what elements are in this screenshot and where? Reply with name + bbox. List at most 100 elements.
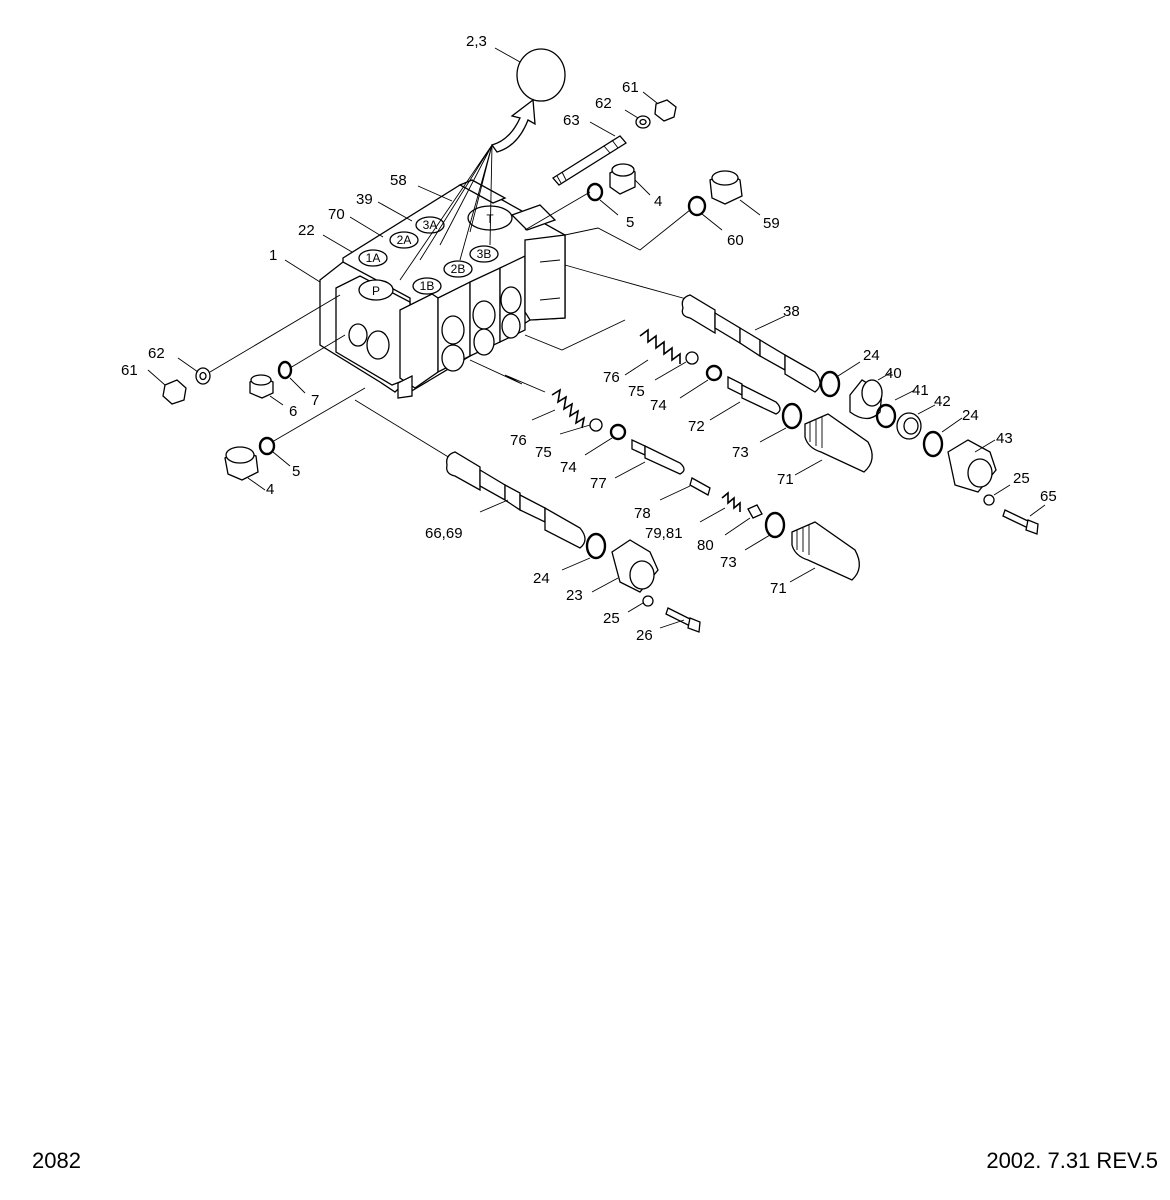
o-ring-5-left xyxy=(258,387,366,467)
label-6: 6 xyxy=(289,403,297,420)
svg-text:1A: 1A xyxy=(366,251,381,265)
label-25-lower: 25 xyxy=(603,610,620,627)
washer-62-top xyxy=(624,109,651,129)
o-ring-74-lower xyxy=(584,423,627,456)
seat-80 xyxy=(724,504,763,536)
poppet-78 xyxy=(659,477,711,501)
washer-25-right xyxy=(983,484,1011,506)
o-ring-24-right xyxy=(922,417,963,458)
valve-body: P 1A 1B 2A 2B 3A 3B T xyxy=(319,179,566,399)
label-39: 39 xyxy=(356,191,373,208)
spring-76-lower xyxy=(531,388,586,429)
label-42: 42 xyxy=(934,393,951,410)
plug-59 xyxy=(709,170,761,216)
o-ring-2-3 xyxy=(494,47,566,102)
page-number: 2082 xyxy=(32,1148,81,1173)
cap-71-lower xyxy=(789,521,860,583)
label-5-top: 5 xyxy=(626,214,634,231)
o-ring-60 xyxy=(564,195,723,251)
label-73-upper: 73 xyxy=(732,444,749,461)
port-2b: 2B xyxy=(443,260,473,278)
o-ring-5-top xyxy=(524,182,619,231)
label-24-right: 24 xyxy=(962,407,979,424)
revision-date: 2002. 7.31 REV.5 xyxy=(986,1148,1158,1173)
label-41: 41 xyxy=(912,382,929,399)
label-61-top: 61 xyxy=(622,79,639,96)
label-4-top: 4 xyxy=(654,193,662,210)
bolt-65 xyxy=(1002,504,1046,535)
piston-77 xyxy=(614,438,685,479)
bolt-26 xyxy=(659,607,701,633)
port-1a: 1A xyxy=(358,249,388,267)
plug-4-left xyxy=(224,446,266,491)
label-76-lower: 76 xyxy=(510,432,527,449)
port-1b: 1B xyxy=(412,277,442,295)
label-24-upper: 24 xyxy=(863,347,880,364)
label-5-left: 5 xyxy=(292,463,300,480)
spring-76-upper xyxy=(624,328,681,376)
port-3a: 3A xyxy=(415,216,445,234)
label-60: 60 xyxy=(727,232,744,249)
label-62-left: 62 xyxy=(148,345,165,362)
label-80: 80 xyxy=(697,537,714,554)
label-70: 70 xyxy=(328,206,345,223)
plug-6 xyxy=(249,374,284,406)
o-ring-24-lower xyxy=(561,532,607,571)
svg-text:1B: 1B xyxy=(420,279,435,293)
port-2a: 2A xyxy=(389,231,419,249)
spool-38 xyxy=(564,264,821,393)
spool-66-69 xyxy=(354,399,586,549)
sleeve-40 xyxy=(849,371,893,420)
spring-79-81 xyxy=(699,491,741,523)
label-43: 43 xyxy=(996,430,1013,447)
label-76-upper: 76 xyxy=(603,369,620,386)
o-ring-73-upper xyxy=(759,402,803,443)
label-40: 40 xyxy=(885,365,902,382)
o-ring-74-upper xyxy=(679,364,723,399)
nut-61-left xyxy=(147,369,187,405)
part-labels: 2,3 61 62 63 58 4 39 70 5 59 22 60 1 38 … xyxy=(121,33,1057,644)
label-23: 23 xyxy=(566,587,583,604)
label-38: 38 xyxy=(783,303,800,320)
o-ring-24-upper xyxy=(819,361,861,398)
svg-text:P: P xyxy=(372,284,380,298)
label-74-lower: 74 xyxy=(560,459,577,476)
label-62-top: 62 xyxy=(595,95,612,112)
label-72: 72 xyxy=(688,418,705,435)
label-79-81: 79,81 xyxy=(645,525,683,542)
label-1: 1 xyxy=(269,247,277,264)
label-24-lower: 24 xyxy=(533,570,550,587)
label-65: 65 xyxy=(1040,488,1057,505)
label-59: 59 xyxy=(763,215,780,232)
label-74-upper: 74 xyxy=(650,397,667,414)
washer-62-left xyxy=(177,294,341,385)
svg-text:2A: 2A xyxy=(397,233,412,247)
nut-61-top xyxy=(642,91,677,122)
label-61-left: 61 xyxy=(121,362,138,379)
ring-75-upper xyxy=(654,351,699,381)
cap-43 xyxy=(947,439,997,493)
port-3b: 3B xyxy=(469,245,499,263)
label-78: 78 xyxy=(634,505,651,522)
label-71-lower: 71 xyxy=(770,580,787,597)
label-2-3: 2,3 xyxy=(466,33,487,50)
o-ring-7 xyxy=(277,334,346,394)
label-26: 26 xyxy=(636,627,653,644)
label-22: 22 xyxy=(298,222,315,239)
svg-text:3A: 3A xyxy=(423,218,438,232)
label-4-left: 4 xyxy=(266,481,274,498)
bolt-63 xyxy=(552,121,627,186)
plug-4-top xyxy=(609,163,651,196)
svg-text:2B: 2B xyxy=(451,262,466,276)
label-63: 63 xyxy=(563,112,580,129)
label-77: 77 xyxy=(590,475,607,492)
o-ring-41 xyxy=(875,389,916,429)
svg-text:3B: 3B xyxy=(477,247,492,261)
label-75-upper: 75 xyxy=(628,383,645,400)
piston-72 xyxy=(709,375,781,421)
port-p: P xyxy=(358,279,394,301)
ring-75-lower xyxy=(559,418,603,435)
label-73-lower: 73 xyxy=(720,554,737,571)
label-66-69: 66,69 xyxy=(425,525,463,542)
